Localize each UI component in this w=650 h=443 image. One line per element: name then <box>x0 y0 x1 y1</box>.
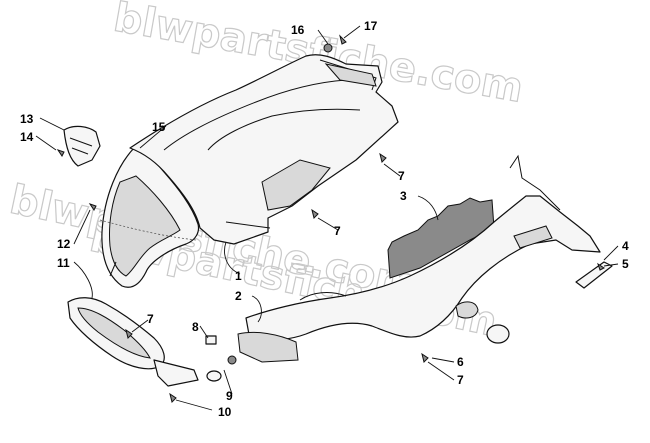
screw-part-7-upper-icon <box>379 152 387 163</box>
inner-fender-part-15 <box>99 147 200 288</box>
screw-part-12-icon <box>88 203 97 211</box>
callout-7-upper: 7 <box>398 169 405 183</box>
callout-4: 4 <box>622 239 629 253</box>
callout-labels: 16 17 13 14 15 7 3 7 12 11 1 2 4 5 7 8 6… <box>20 19 629 419</box>
callout-8: 8 <box>192 320 199 334</box>
washer-part-9-icon <box>206 370 222 382</box>
clip-part-8-icon <box>205 335 217 345</box>
callout-15: 15 <box>152 120 166 134</box>
callout-10: 10 <box>218 405 232 419</box>
callout-13: 13 <box>20 112 34 126</box>
cap-part-6 <box>486 324 510 344</box>
screw-part-10-icon <box>169 392 177 403</box>
callout-2: 2 <box>235 289 242 303</box>
deck-panel-part-1 <box>129 54 399 245</box>
screw-part-7-lower-icon <box>421 352 429 363</box>
callout-17: 17 <box>364 19 378 33</box>
foam-block-part-3 <box>387 197 495 279</box>
callout-5: 5 <box>622 257 629 271</box>
nut-part-9-icon <box>227 355 237 365</box>
leader-lines <box>35 25 619 411</box>
screw-part-7-middle-icon <box>311 208 319 219</box>
chassis-part-2 <box>237 154 601 363</box>
boot-part-13 <box>63 125 101 167</box>
screw-part-5-icon <box>597 262 605 271</box>
callout-14: 14 <box>20 130 34 144</box>
callout-7-middle: 7 <box>334 224 341 238</box>
callout-9: 9 <box>226 389 233 403</box>
screw-part-14-icon <box>56 149 65 157</box>
screw-part-7-left-icon <box>125 328 133 339</box>
callout-1: 1 <box>235 269 242 283</box>
callout-11: 11 <box>57 256 70 270</box>
nut-part-16-icon <box>323 43 333 53</box>
callout-12: 12 <box>57 237 71 251</box>
callout-6: 6 <box>457 355 464 369</box>
screw-part-17-icon <box>339 34 347 45</box>
callout-7-lower: 7 <box>457 373 464 387</box>
callout-16: 16 <box>291 23 305 37</box>
hardware-group <box>56 34 605 403</box>
bumper-part-11 <box>67 297 199 387</box>
callout-3: 3 <box>400 189 407 203</box>
callout-7-left: 7 <box>147 312 154 326</box>
